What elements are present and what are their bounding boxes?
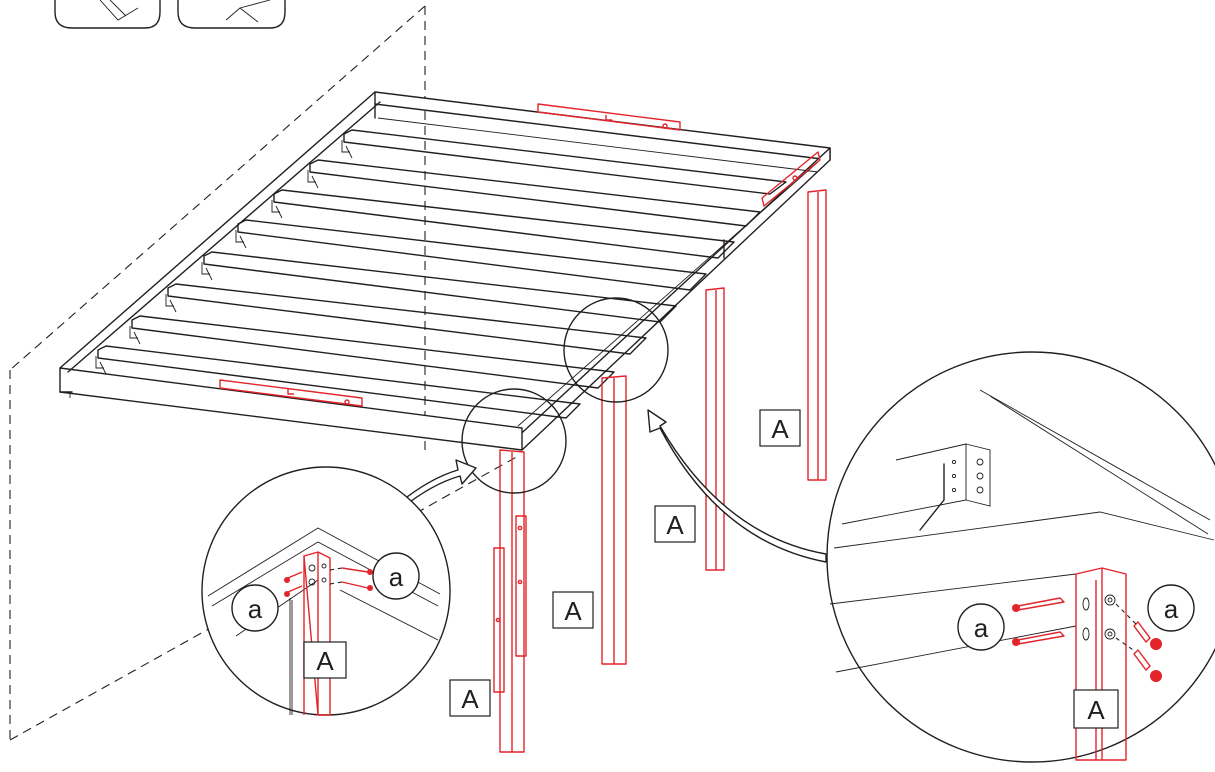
fastener-label: a [974,613,989,643]
fastener-bubble [1147,584,1195,632]
pergola-frame [59,91,831,451]
fastener-bubble [372,552,420,600]
part-label: A [771,414,789,444]
fastener-label: a [248,594,263,624]
fastener-label: a [1164,594,1179,624]
part-label: A [666,510,684,540]
part-label: A [461,684,479,714]
part-label-box [303,641,347,679]
detail-markers [461,297,669,494]
part-label: A [316,646,334,676]
detail-circle-right: a a A [826,351,1215,763]
part-label: A [1087,695,1105,725]
fastener-bubble [231,584,279,632]
posts [493,189,827,753]
post-labels: A A A A [449,409,801,717]
tool-hint-icon-1 [54,0,161,29]
tool-hint-icon-2 [177,0,286,29]
part-label-box [1073,689,1119,729]
part-label-box [654,505,696,543]
fastener-bubble [957,603,1005,651]
rafters [95,129,787,419]
part-label-box [449,679,491,717]
part-label: A [564,596,582,626]
fastener-label: a [389,562,404,592]
part-label-box [552,591,594,629]
detail-circle-left: a a A [201,466,451,716]
detail-arrows [397,409,827,563]
part-label-box [759,409,801,447]
red-brackets [219,103,821,407]
